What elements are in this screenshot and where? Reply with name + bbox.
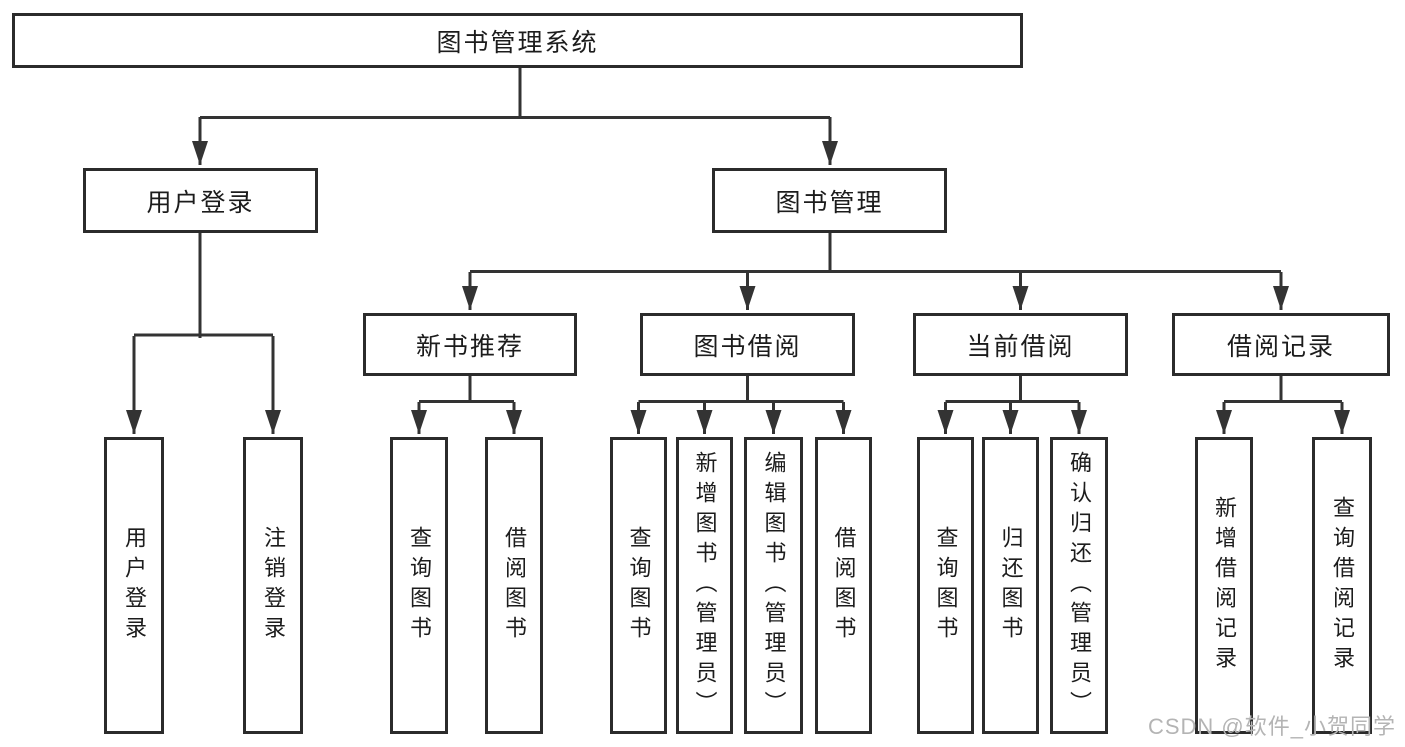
leaf-borrow-books-2: 借阅图书 — [815, 437, 872, 734]
leaf-query-books-2: 查询图书 — [610, 437, 667, 734]
node-label: 用户登录 — [122, 525, 147, 646]
node-label: 新增借阅记录 — [1212, 495, 1237, 676]
node-label: 查询图书 — [407, 525, 432, 646]
node-label: 查询借阅记录 — [1330, 495, 1355, 676]
leaf-add-borrow-record: 新增借阅记录 — [1195, 437, 1253, 734]
node-label: 查询图书 — [626, 525, 652, 646]
node-label: 编辑图书（管理员） — [761, 450, 787, 721]
node-current-borrowing: 当前借阅 — [913, 313, 1128, 376]
node-label: 新书推荐 — [415, 332, 524, 361]
leaf-return-books: 归还图书 — [982, 437, 1039, 734]
leaf-confirm-return-admin: 确认归还（管理员） — [1050, 437, 1108, 734]
node-label: 用户登录 — [146, 188, 255, 217]
leaf-add-books-admin: 新增图书（管理员） — [676, 437, 733, 734]
node-root-system: 图书管理系统 — [12, 13, 1023, 68]
node-label: 查询图书 — [933, 525, 959, 646]
node-new-book-recommend: 新书推荐 — [363, 313, 577, 376]
leaf-query-books-1: 查询图书 — [390, 437, 448, 734]
leaf-logout: 注销登录 — [243, 437, 303, 734]
node-label: 借阅图书 — [502, 525, 527, 646]
node-label: 归还图书 — [998, 525, 1024, 646]
node-label: 图书借阅 — [693, 332, 802, 361]
node-label: 新增图书（管理员） — [692, 450, 718, 721]
csdn-watermark: CSDN @软件_小贺同学 — [1147, 714, 1396, 739]
node-borrow-records: 借阅记录 — [1172, 313, 1390, 376]
node-label: 图书管理系统 — [436, 28, 599, 57]
node-label: 注销登录 — [261, 525, 286, 646]
node-book-borrowing: 图书借阅 — [640, 313, 855, 376]
leaf-query-borrow-record: 查询借阅记录 — [1312, 437, 1372, 734]
node-book-management: 图书管理 — [712, 168, 947, 233]
node-label: 借阅图书 — [831, 525, 857, 646]
leaf-borrow-books-1: 借阅图书 — [485, 437, 543, 734]
node-user-login: 用户登录 — [83, 168, 318, 233]
node-label: 当前借阅 — [966, 332, 1075, 361]
node-label: 图书管理 — [775, 188, 884, 217]
leaf-query-books-3: 查询图书 — [917, 437, 974, 734]
leaf-edit-books-admin: 编辑图书（管理员） — [744, 437, 803, 734]
node-label: 借阅记录 — [1226, 332, 1335, 361]
node-label: 确认归还（管理员） — [1067, 450, 1092, 721]
leaf-user-login: 用户登录 — [104, 437, 164, 734]
